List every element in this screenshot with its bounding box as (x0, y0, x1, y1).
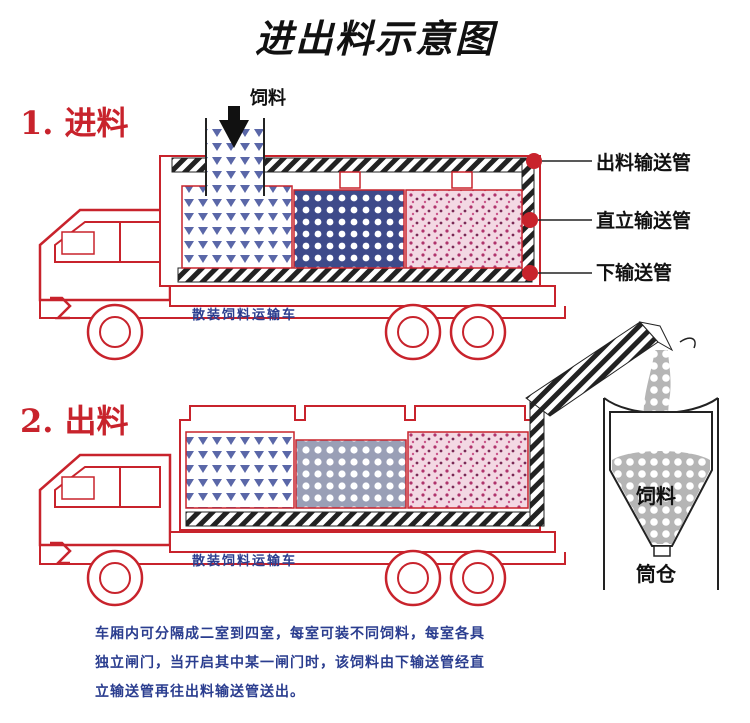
truck-2-label: 散装饲料运输车 (192, 554, 298, 569)
truck-1-label: 散装饲料运输车 (192, 308, 298, 323)
step-1-label: 1. 进料 (20, 104, 129, 142)
wheel-icon (86, 549, 144, 607)
compartment-3 (407, 431, 529, 509)
lower-pipe (185, 511, 543, 527)
silo-feed-label: 饲料 (636, 484, 676, 508)
wheel-icon (449, 303, 507, 361)
junction-marker (522, 212, 538, 228)
step-2-label: 2. 出料 (20, 402, 129, 440)
note-line: 立输送管再往出料输送管送出。 (95, 684, 305, 700)
compartment-3 (405, 189, 523, 269)
page-title: 进出料示意图 (254, 17, 495, 61)
compartment-1 (181, 185, 293, 269)
lower-pipe (177, 267, 533, 283)
wheel-icon (449, 549, 507, 607)
truck-1 (38, 106, 592, 361)
silo-label: 筒仓 (636, 562, 676, 586)
truck-1-container (159, 118, 542, 287)
wheel-icon (384, 303, 442, 361)
description-note: 车厢内可分隔成二室到四室，每室可装不同饲料，每室各具 独立闸门，当开启其中某一闸… (95, 620, 655, 707)
truck-2 (38, 321, 674, 607)
lower-pipe-label: 下输送管 (596, 262, 673, 284)
wheel-icon (384, 549, 442, 607)
feed-down-arrow-icon (219, 106, 249, 148)
wheel-icon (86, 303, 144, 361)
vertical-pipe (529, 399, 545, 527)
vertical-pipe-label: 直立输送管 (596, 210, 692, 232)
note-line: 独立闸门，当开启其中某一闸门时，该饲料由下输送管经直 (95, 655, 485, 671)
truck-2-container (179, 321, 674, 531)
outlet-pipe-label: 出料输送管 (596, 152, 692, 174)
silo (603, 337, 719, 590)
note-line: 车厢内可分隔成二室到四室，每室可装不同饲料，每室各具 (95, 626, 485, 642)
compartment-1 (185, 431, 295, 509)
junction-marker (522, 265, 538, 281)
compartment-2 (295, 439, 407, 509)
junction-marker (526, 153, 542, 169)
outlet-pipe (525, 321, 659, 417)
feed-inlet-label: 饲料 (250, 88, 286, 109)
compartment-2 (293, 189, 405, 269)
